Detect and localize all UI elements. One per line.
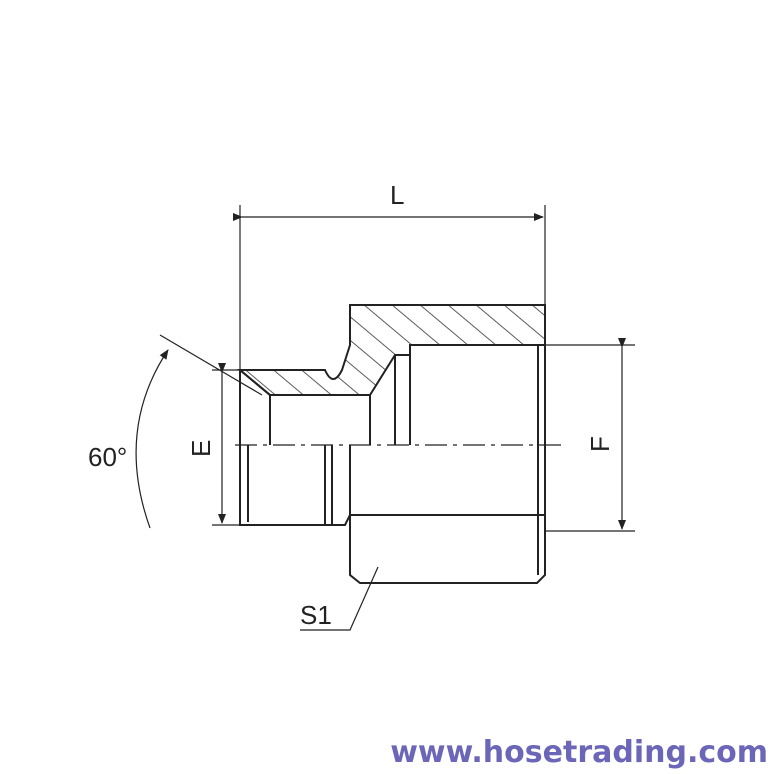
dimension-e: E [186,363,248,526]
label-f: F [585,436,615,452]
angle-arc [135,349,169,529]
dimension-f: F [545,338,635,532]
s1-leader-line [300,566,379,631]
hex-body-outline [349,305,546,584]
watermark-url: www.hosetrading.com [390,735,768,770]
angle-reference-line [159,334,263,396]
hex-leader: S1 [300,566,379,631]
angle-60: 60° [88,334,263,529]
label-e: E [186,440,216,457]
male-chamfer [239,369,271,396]
neck-outline [325,445,351,526]
label-60: 60° [88,442,127,472]
label-l: L [390,180,404,210]
dimension-l: L [233,180,546,370]
section-cut [237,304,546,396]
section-cut-hatch [237,304,546,396]
label-s1: S1 [300,600,332,630]
